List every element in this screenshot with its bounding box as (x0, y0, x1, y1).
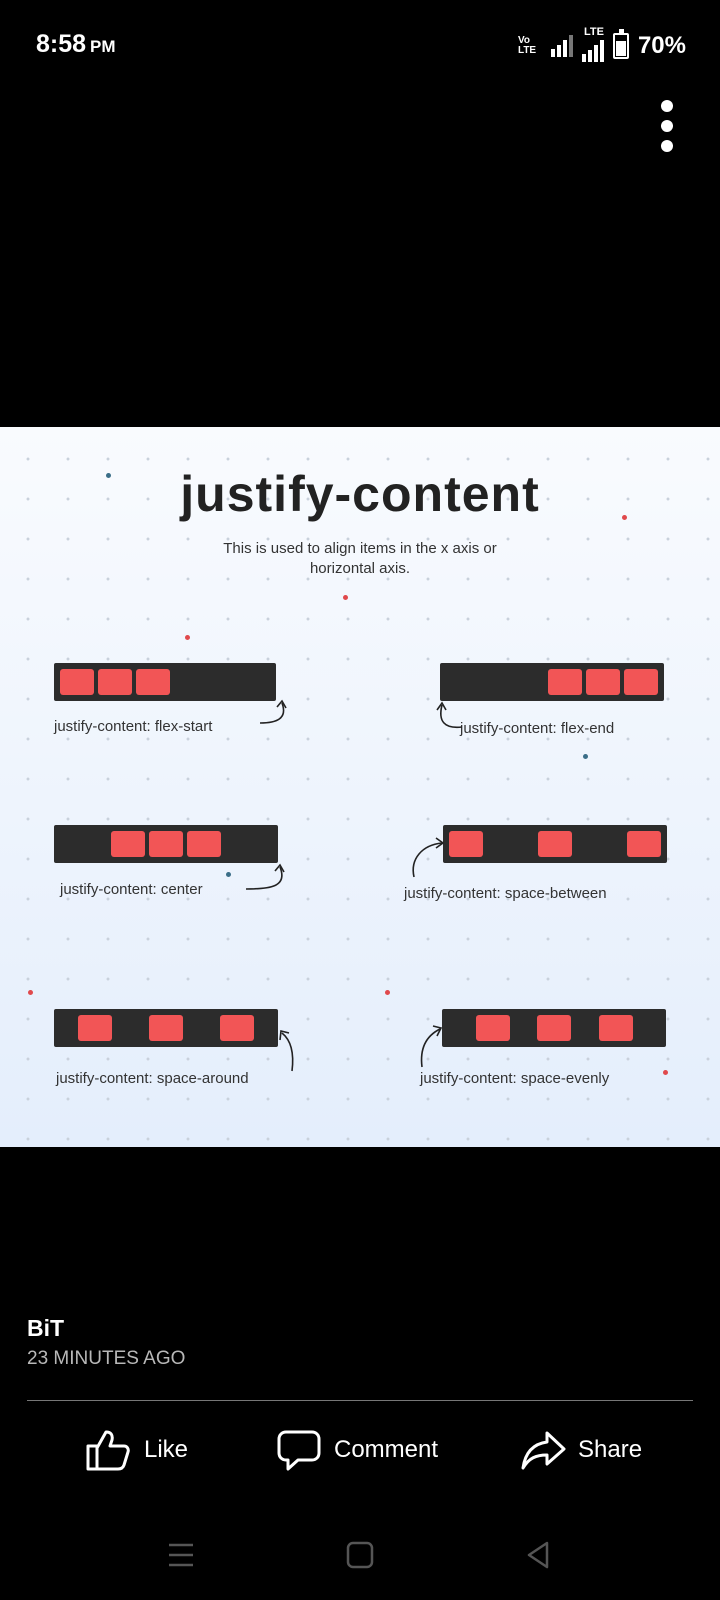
caption-flex-start: justify-content: flex-start (54, 718, 213, 735)
flex-item (449, 831, 483, 857)
curved-arrow-icon (436, 701, 463, 729)
image-subtitle: This is used to align items in the x axi… (223, 540, 497, 577)
caption-center: justify-content: center (60, 881, 203, 898)
caption-space-evenly: justify-content: space-evenly (420, 1070, 610, 1087)
home-square-icon (346, 1541, 374, 1569)
curved-arrow-icon (245, 863, 285, 890)
flex-item (148, 1015, 183, 1041)
share-label: Share (578, 1436, 643, 1463)
demo-bar-space-evenly (442, 1009, 666, 1047)
flex-item (548, 669, 582, 695)
demo-bar-center (54, 825, 278, 863)
lte-signal-icon: LTE (581, 26, 604, 62)
post-author[interactable]: BiT (27, 1315, 65, 1341)
battery-icon (612, 29, 629, 59)
menu-lines-icon (169, 1543, 193, 1567)
caption-flex-end: justify-content: flex-end (460, 720, 615, 737)
flex-item (60, 669, 94, 695)
decor-dot (106, 473, 111, 478)
back-button[interactable] (514, 1530, 564, 1580)
home-button[interactable] (335, 1530, 385, 1580)
flex-item (78, 1015, 113, 1041)
like-label: Like (144, 1436, 189, 1463)
demo-bar-space-between (443, 825, 667, 863)
clock-text: 8:58 (36, 30, 87, 58)
decor-dot (28, 990, 33, 995)
post-actions: Like Comment Share (0, 1420, 720, 1480)
post-image[interactable]: justify-content This is used to align it… (0, 427, 720, 1147)
back-triangle-icon (527, 1541, 549, 1569)
flex-item (627, 831, 661, 857)
recent-apps-button[interactable] (156, 1530, 206, 1580)
flex-item (475, 1015, 510, 1041)
battery-percent: 70% (637, 32, 686, 59)
decor-dot (343, 595, 348, 600)
flex-item (598, 1015, 633, 1041)
flex-item (219, 1015, 254, 1041)
divider (27, 1400, 693, 1401)
share-arrow-icon (521, 1431, 566, 1470)
flex-item (537, 1015, 571, 1041)
flex-item (586, 669, 620, 695)
flex-item (187, 831, 221, 857)
decor-dot (185, 635, 190, 640)
comment-label: Comment (334, 1436, 439, 1463)
thumbs-up-icon (86, 1430, 130, 1471)
caption-space-around: justify-content: space-around (56, 1070, 249, 1087)
lte-label: LTE (583, 26, 604, 38)
decor-dot (622, 515, 627, 520)
curved-arrow-icon (259, 699, 287, 724)
post-timestamp: 23 MINUTES AGO (27, 1348, 186, 1369)
caption-space-between: justify-content: space-between (404, 885, 607, 902)
image-title: justify-content (180, 466, 540, 522)
comment-button[interactable]: Comment (276, 1420, 438, 1480)
curved-arrow-icon (420, 1025, 443, 1068)
decor-dot (583, 754, 588, 759)
like-button[interactable]: Like (84, 1420, 188, 1480)
decor-dot (663, 1070, 668, 1075)
more-options-icon[interactable] (650, 100, 684, 152)
demo-bar-space-around (54, 1009, 278, 1047)
comment-bubble-icon (277, 1430, 321, 1471)
flex-item (538, 831, 572, 857)
curved-arrow-icon (412, 837, 445, 878)
flex-item (624, 669, 658, 695)
flex-item (98, 669, 132, 695)
demo-bar-flex-start (54, 663, 276, 701)
curved-arrow-icon (279, 1030, 294, 1072)
flex-item (149, 831, 183, 857)
system-nav-bar (0, 1510, 720, 1600)
decor-dot (226, 872, 231, 877)
flex-item (111, 831, 145, 857)
demo-bar-flex-end (440, 663, 664, 701)
decor-dot (385, 990, 390, 995)
flex-item (136, 669, 170, 695)
clock-ampm: PM (90, 37, 116, 56)
signal-icon (550, 35, 573, 57)
share-button[interactable]: Share (520, 1420, 642, 1480)
